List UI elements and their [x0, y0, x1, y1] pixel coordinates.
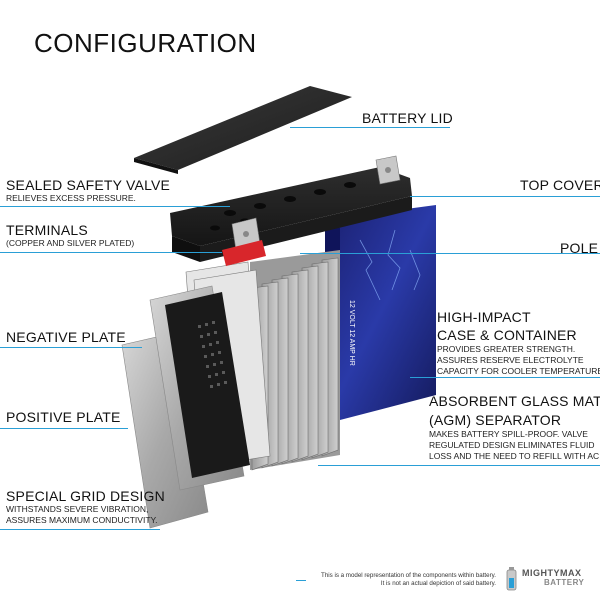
disclaimer: This is a model representation of the co… — [321, 572, 496, 588]
sealed-valve-desc: RELIEVES EXCESS PRESSURE. — [6, 193, 136, 203]
agm-desc-2: REGULATED DESIGN ELIMINATES FLUID — [429, 440, 595, 450]
sealed-valve-label: SEALED SAFETY VALVE — [6, 177, 171, 193]
terminals-desc: (COPPER AND SILVER PLATED) — [6, 238, 135, 248]
footer-line — [296, 580, 306, 581]
logo-line-2: BATTERY — [544, 578, 585, 587]
svg-text:12 VOLT 12 AMP HR: 12 VOLT 12 AMP HR — [348, 300, 355, 366]
positive-plate-label: POSITIVE PLATE — [6, 409, 121, 425]
mightymax-logo — [506, 567, 517, 591]
negative-plate-label: NEGATIVE PLATE — [6, 329, 126, 345]
pole-label: POLE — [560, 240, 599, 256]
disclaimer-line-2: It is not an actual depiction of said ba… — [380, 580, 496, 587]
agm-title-2: (AGM) SEPARATOR — [429, 412, 562, 428]
special-grid-line — [0, 529, 160, 530]
agm-desc-1: MAKES BATTERY SPILL-PROOF. VALVE — [429, 429, 588, 439]
battery-lid-label: BATTERY LID — [362, 110, 453, 126]
high-impact-desc-3: CAPACITY FOR COOLER TEMPERATURES. — [437, 366, 600, 376]
battery-lid-line — [290, 127, 450, 128]
agm-line — [318, 465, 600, 466]
positive-plate-line — [0, 428, 128, 429]
top-cover-label: TOP COVER — [520, 177, 600, 193]
pole-line — [300, 253, 600, 254]
agm-desc-3: LOSS AND THE NEED TO REFILL WITH ACID. — [429, 451, 600, 461]
agm-title-1: ABSORBENT GLASS MAT — [429, 393, 600, 409]
special-grid-desc-2: ASSURES MAXIMUM CONDUCTIVITY. — [6, 515, 158, 525]
negative-plate-line — [0, 347, 142, 348]
high-impact-title-2: CASE & CONTAINER — [437, 327, 577, 343]
battery-lid-shape — [134, 86, 352, 170]
special-grid-label: SPECIAL GRID DESIGN — [6, 488, 165, 504]
terminals-label: TERMINALS — [6, 222, 88, 238]
high-impact-desc-1: PROVIDES GREATER STRENGTH. — [437, 344, 576, 354]
high-impact-title-1: HIGH-IMPACT — [437, 309, 531, 325]
grid-separator-shape — [165, 292, 250, 478]
high-impact-desc-2: ASSURES RESERVE ELECTROLYTE — [437, 355, 584, 365]
top-cover-line — [410, 196, 600, 197]
page-title: CONFIGURATION — [34, 28, 257, 58]
logo-text: MIGHTYMAX BATTERY — [522, 568, 584, 588]
sealed-valve-line — [0, 206, 230, 207]
logo-line-1: MIGHTYMAX — [522, 568, 582, 578]
special-grid-desc-1: WITHSTANDS SEVERE VIBRATION, — [6, 504, 149, 514]
case-container-shape — [325, 205, 436, 420]
high-impact-line — [410, 377, 600, 378]
disclaimer-line-1: This is a model representation of the co… — [321, 572, 496, 579]
terminals-line — [0, 252, 222, 253]
